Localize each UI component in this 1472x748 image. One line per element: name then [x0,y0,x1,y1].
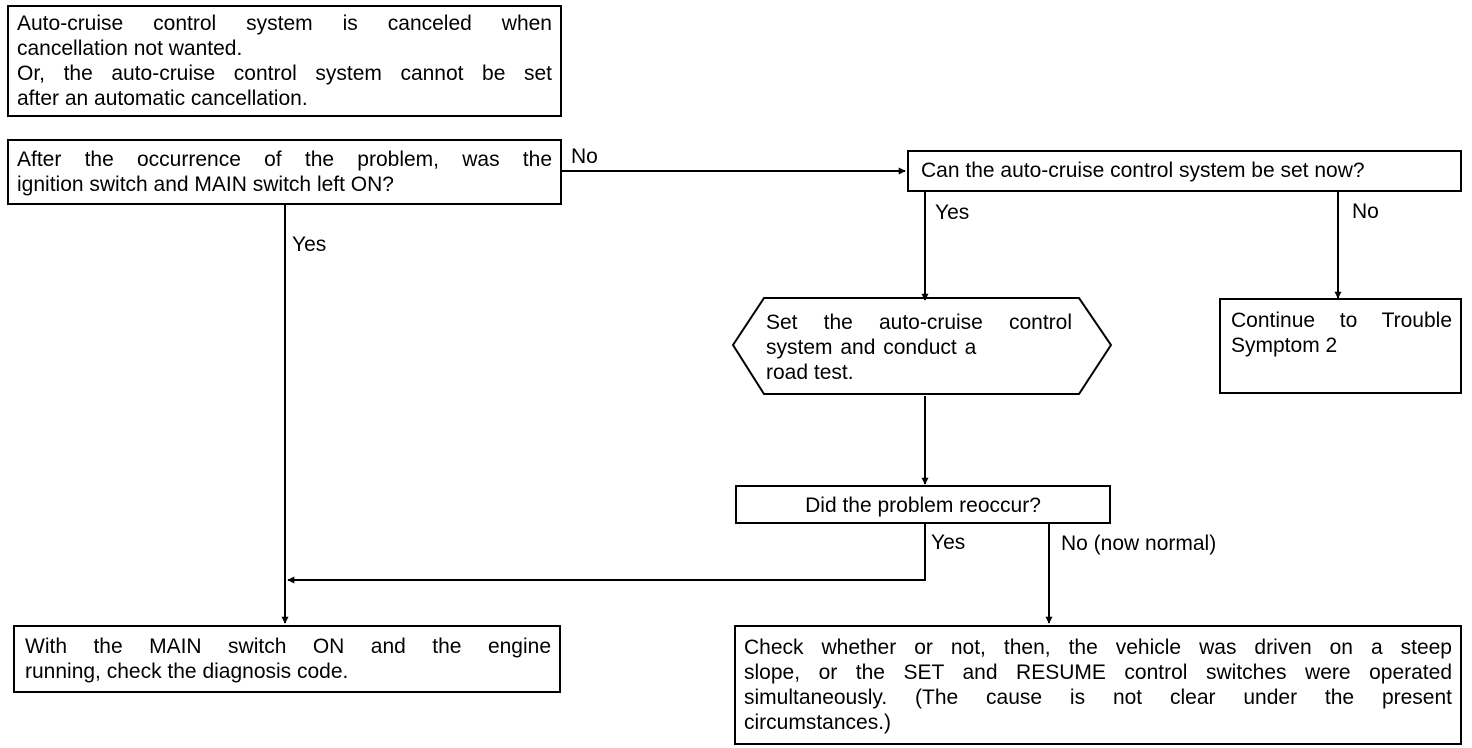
road-test-action: Set the auto-cruise control system and c… [766,310,1072,385]
label-ignition-yes: Yes [292,233,327,256]
trouble-symptom-box: Continue to Trouble Symptom 2 [1219,298,1462,394]
ignition-line-2: ignition switch and MAIN switch left ON? [17,173,394,196]
label-ignition-no: No [571,145,598,168]
label-set-now-no: No [1352,200,1379,223]
label-set-now-yes: Yes [935,201,970,224]
check-conditions-box: Check whether or not, then, the vehicle … [734,625,1462,745]
road-test-line-1: Set the auto-cruise control [766,311,1072,334]
label-reoccur-yes: Yes [931,531,966,554]
trouble-line-2: Symptom 2 [1231,334,1338,357]
set-now-question-box: Can the auto-cruise control system be se… [907,150,1462,192]
reoccur-question-box: Did the problem reoccur? [735,485,1111,524]
start-line-4: after an automatic cancellation. [17,87,308,110]
check-line-4: circumstances.) [744,711,892,734]
ignition-question-box: After the occurrence of the problem, was… [7,139,562,205]
start-line-2: cancellation not wanted. [17,37,243,60]
label-reoccur-no: No (now normal) [1061,532,1217,555]
road-test-line-2: system and conduct a [766,336,977,359]
trouble-line-1: Continue to Trouble [1231,309,1452,332]
diagnosis-line-1: With the MAIN switch ON and the engine [25,635,551,658]
road-test-line-3: road test. [766,361,854,384]
check-line-2: slope, or the SET and RESUME control swi… [744,661,1452,684]
start-condition-box: Auto-cruise control system is canceled w… [7,5,562,117]
ignition-line-1: After the occurrence of the problem, was… [17,148,552,171]
start-line-1: Auto-cruise control system is canceled w… [17,12,552,35]
diagnosis-line-2: running, check the diagnosis code. [25,660,349,683]
diagnosis-code-box: With the MAIN switch ON and the engine r… [13,625,561,693]
check-line-1: Check whether or not, then, the vehicle … [744,636,1452,659]
road-test-hexagon [731,297,1113,395]
arrow-reoccur-yes [287,523,926,584]
start-line-3: Or, the auto-cruise control system canno… [17,62,552,85]
check-line-3: simultaneously. (The cause is not clear … [744,686,1452,709]
reoccur-text: Did the problem reoccur? [805,494,1041,517]
set-now-text: Can the auto-cruise control system be se… [921,159,1365,182]
